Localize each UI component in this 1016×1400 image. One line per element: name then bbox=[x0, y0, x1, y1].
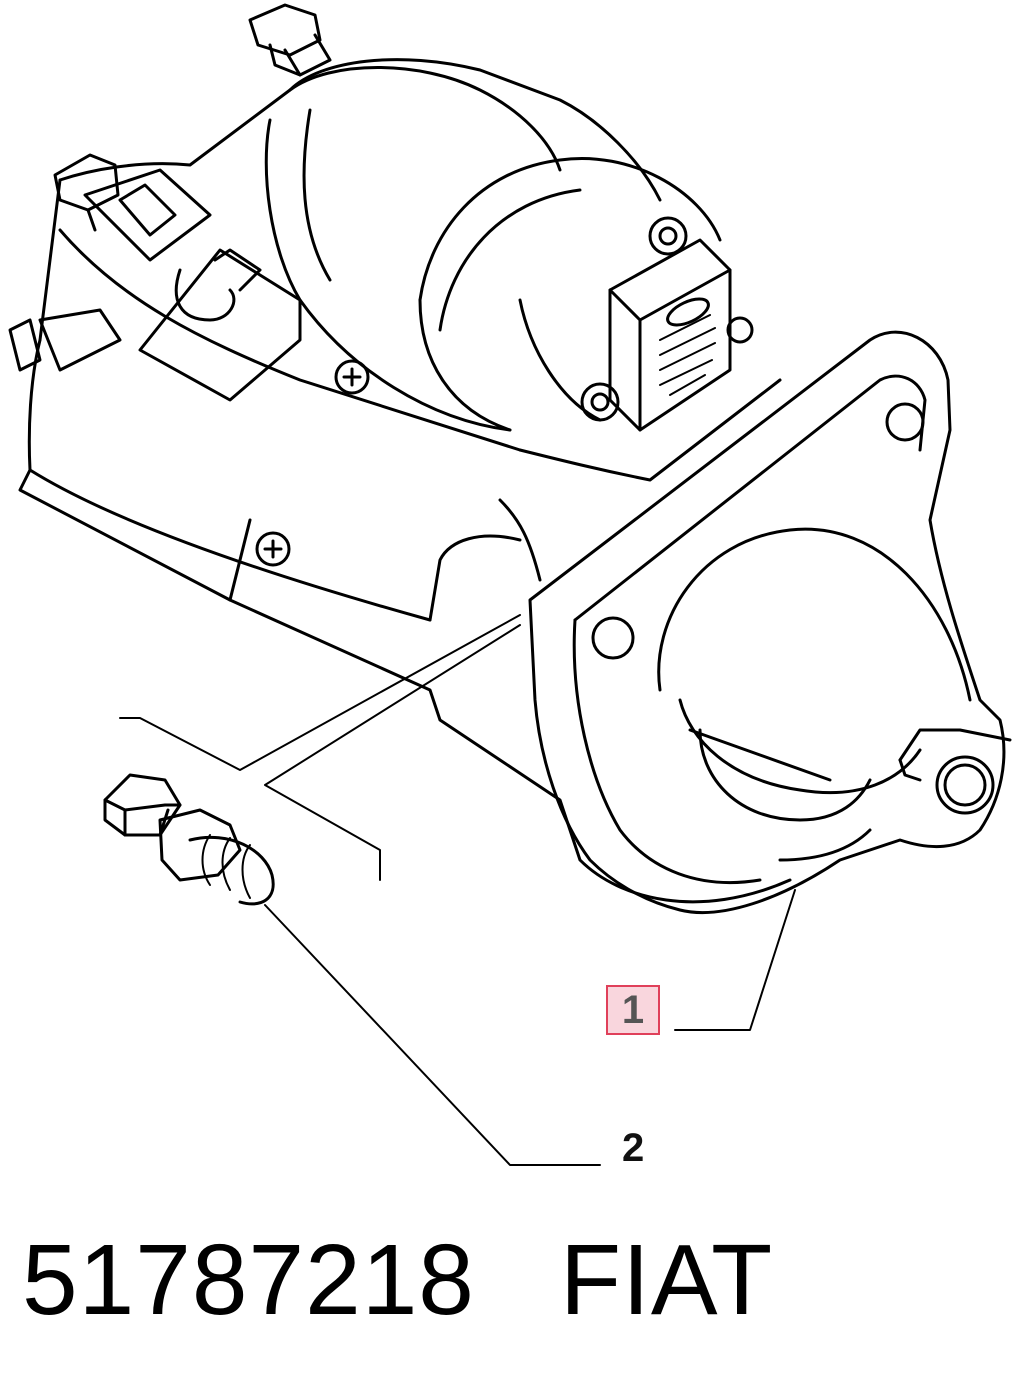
left-terminal-stud bbox=[53, 153, 212, 262]
part-number: 51787218 bbox=[22, 1224, 475, 1336]
callout-starter-motor[interactable]: 1 bbox=[606, 985, 660, 1035]
leader-lines bbox=[119, 614, 796, 1166]
brand-name: FIAT bbox=[560, 1224, 774, 1336]
mounting-flange bbox=[528, 330, 1006, 914]
top-terminal-stud bbox=[248, 3, 332, 77]
terminal-block bbox=[580, 216, 754, 432]
connector-bracket bbox=[8, 248, 302, 402]
pinion-nose bbox=[657, 527, 1012, 862]
bolt bbox=[103, 773, 275, 906]
starter-motor-body bbox=[18, 58, 792, 904]
solenoid bbox=[264, 66, 722, 432]
callout-bolt[interactable]: 2 bbox=[622, 1126, 645, 1170]
screw-heads bbox=[255, 359, 370, 567]
